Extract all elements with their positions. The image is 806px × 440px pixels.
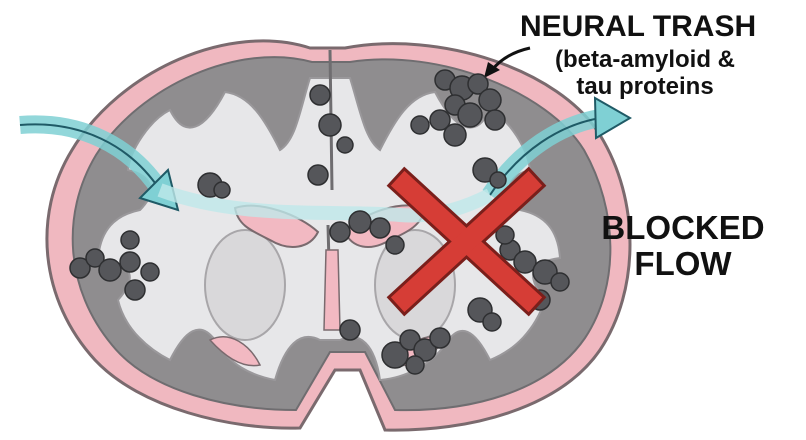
- neural-trash-subtitle-line1: (beta-amyloid &: [540, 46, 750, 73]
- blocked-flow-label: BLOCKED FLOW: [598, 210, 768, 282]
- third-ventricle: [324, 250, 340, 330]
- blocked-flow-line2: FLOW: [598, 246, 768, 282]
- blocked-flow-line1: BLOCKED: [598, 210, 768, 246]
- neural-trash-subtitle-line2: tau proteins: [540, 73, 750, 100]
- deep-nucleus-left: [205, 230, 285, 340]
- neural-trash-title: NEURAL TRASH: [520, 12, 756, 42]
- neural-trash-subtitle: (beta-amyloid & tau proteins: [540, 46, 750, 100]
